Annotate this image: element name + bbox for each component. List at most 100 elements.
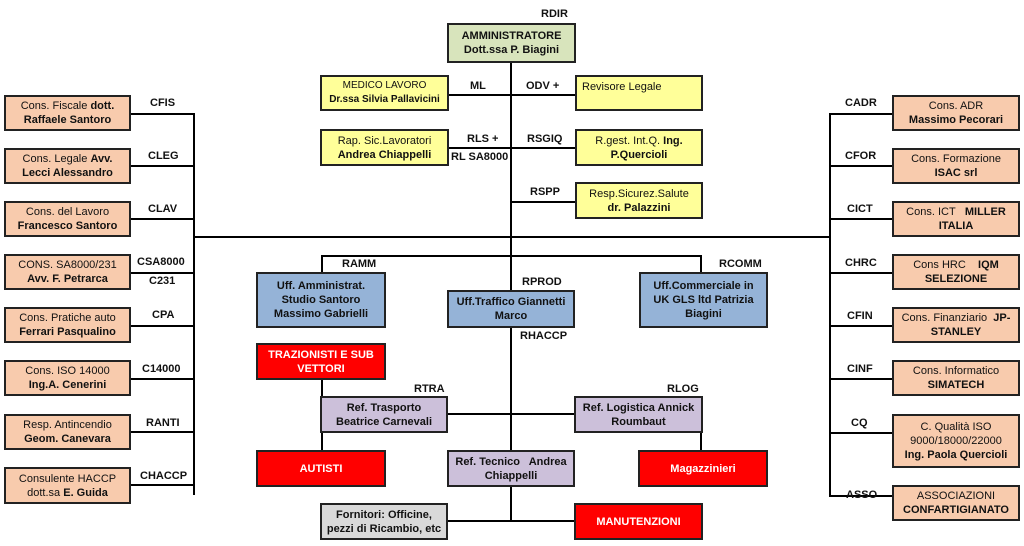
comm-line1: Uff.Commerciale in: [653, 280, 754, 292]
consultant-cfor[interactable]: Cons. Formazione ISAC srl: [892, 148, 1020, 184]
dept-traffico[interactable]: Uff.Traffico Giannetti Marco: [447, 290, 575, 328]
revisore-legale-box[interactable]: Revisore Legale: [575, 75, 703, 111]
manutenzioni-box[interactable]: MANUTENZIONI: [574, 503, 703, 540]
cadr-code: CADR: [845, 97, 877, 109]
rspp-box[interactable]: Resp.Sicurez.Salute dr. Palazzini: [575, 182, 703, 219]
cfor-code: CFOR: [845, 150, 877, 162]
rsgiq-name: P.Quercioli: [610, 148, 668, 161]
fornitori-box[interactable]: Fornitori: Officine, pezzi di Ricambio, …: [320, 503, 448, 540]
c231-code: C231: [149, 275, 176, 287]
consultant-cadr[interactable]: Cons. ADR Massimo Pecorari: [892, 95, 1020, 131]
medico-name: Dr.ssa Silvia Pallavicini: [329, 94, 440, 105]
cadr-role: Cons. ADR: [928, 100, 984, 112]
cfis-name: Raffaele Santoro: [23, 114, 112, 126]
cfin-company-a: JP-: [993, 312, 1011, 324]
rap-sic-lavoratori-box[interactable]: Rap. Sic.Lavoratori Andrea Chiappelli: [320, 129, 449, 166]
consultant-clav[interactable]: Cons. del Lavoro Francesco Santoro: [4, 201, 131, 237]
chrc-company-a: IQM: [978, 259, 999, 271]
staff-line-2: [448, 147, 575, 149]
rsgiq-box[interactable]: R.gest. Int.Q. Ing. P.Quercioli: [575, 129, 703, 166]
csa8000-code: CSA8000: [137, 256, 185, 268]
cadr-name: Massimo Pecorari: [908, 114, 1004, 126]
ranti-role: Resp. Antincendio: [23, 419, 112, 431]
amm-line1: Uff. Amministrat.: [276, 280, 366, 292]
cleg-name: Lecci Alessandro: [22, 167, 113, 179]
right-conn: [829, 272, 893, 274]
trazionisti-line2: VETTORI: [297, 362, 345, 375]
cleg-code: CLEG: [148, 150, 179, 162]
cinf-code: CINF: [847, 363, 873, 375]
consultant-cleg[interactable]: Cons. Legale Avv. Lecci Alessandro: [4, 148, 131, 184]
ranti-name: Geom. Canevara: [24, 433, 111, 445]
rcomm-code: RCOMM: [719, 258, 762, 270]
consultant-cict[interactable]: Cons. ICT MILLER ITALIA: [892, 201, 1020, 237]
traffico-line1: Uff.Traffico Giannetti: [456, 296, 566, 308]
rls-name: Andrea Chiappelli: [337, 148, 432, 161]
rl-sa8000-code: RL SA8000: [451, 151, 509, 163]
dept-branch-line: [321, 255, 702, 257]
rspp-role: Resp.Sicurez.Salute: [589, 187, 689, 200]
c14000-code: C14000: [142, 363, 181, 375]
right-consultant-vertical: [829, 113, 831, 496]
cict-code: CICT: [847, 203, 873, 215]
comm-line2: UK GLS ltd Patrizia: [653, 294, 754, 306]
consultant-cpa[interactable]: Cons. Pratiche auto Ferrari Pasqualino: [4, 307, 131, 343]
right-conn: [829, 325, 893, 327]
cict-role: Cons. ICT: [906, 206, 956, 218]
c14000-role: Cons. ISO 14000: [25, 365, 110, 377]
medico-lavoro-box[interactable]: MEDICO LAVORO Dr.ssa Silvia Pallavicini: [320, 75, 449, 111]
ml-code: ML: [470, 80, 486, 92]
consultant-chrc[interactable]: Cons HRC IQM SELEZIONE: [892, 254, 1020, 290]
tecnico-line1: Ref. Tecnico Andrea: [455, 455, 567, 468]
rsgiq-code: RSGIQ: [527, 133, 563, 145]
medico-role: MEDICO LAVORO: [342, 80, 427, 91]
asso-role: ASSOCIAZIONI: [916, 490, 996, 502]
rlog-code: RLOG: [667, 383, 699, 395]
consultant-cfin[interactable]: Cons. Finanziario JP- STANLEY: [892, 307, 1020, 343]
dept-commerciale[interactable]: Uff.Commerciale in UK GLS ltd Patrizia B…: [639, 272, 768, 328]
cfin-company-b: STANLEY: [930, 326, 982, 338]
chrc-company-b: SELEZIONE: [924, 273, 988, 285]
consultant-asso[interactable]: ASSOCIAZIONI CONFARTIGIANATO: [892, 485, 1020, 521]
left-conn: [130, 431, 194, 433]
asso-name: CONFARTIGIANATO: [903, 504, 1009, 516]
cfin-role: Cons. Finanziario: [901, 312, 988, 324]
csa8000-role: CONS. SA8000/231: [18, 259, 117, 271]
cfin-code: CFIN: [847, 310, 873, 322]
fornitori-line2: pezzi di Ricambio, etc: [326, 522, 442, 535]
consultant-c14000[interactable]: Cons. ISO 14000 Ing.A. Cenerini: [4, 360, 131, 396]
ref-tecnico-box[interactable]: Ref. Tecnico Andrea Chiappelli: [447, 450, 575, 487]
cpa-code: CPA: [152, 309, 175, 321]
trazionisti-box[interactable]: TRAZIONISTI E SUB VETTORI: [256, 343, 386, 380]
amm-line2: Studio Santoro: [281, 294, 361, 306]
chrc-code: CHRC: [845, 257, 877, 269]
consultant-csa8000[interactable]: CONS. SA8000/231 Avv. F. Petrarca: [4, 254, 131, 290]
bottom-horizontal-line: [447, 520, 575, 522]
rspp-name: dr. Palazzini: [607, 201, 671, 214]
manutenzioni-label: MANUTENZIONI: [596, 515, 681, 528]
dept-drop-amm: [321, 255, 323, 272]
consultant-ranti[interactable]: Resp. Antincendio Geom. Canevara: [4, 414, 131, 450]
consultant-cinf[interactable]: Cons. Informatico SIMATECH: [892, 360, 1020, 396]
right-conn: [829, 432, 893, 434]
consultant-chaccp[interactable]: Consulente HACCP dott.sa E. Guida: [4, 467, 131, 504]
cq-name: Ing. Paola Quercioli: [904, 449, 1008, 461]
consultant-cq[interactable]: C. Qualità ISO 9000/18000/22000 Ing. Pao…: [892, 414, 1020, 468]
ref-trasporto-box[interactable]: Ref. Trasporto Beatrice Carnevali: [320, 396, 448, 433]
consultant-cfis[interactable]: Cons. Fiscale dott. Raffaele Santoro: [4, 95, 131, 131]
comm-line3: Biagini: [685, 308, 722, 320]
csa8000-name: Avv. F. Petrarca: [27, 273, 108, 285]
cfor-name: ISAC srl: [934, 167, 978, 179]
odv-code: ODV +: [526, 80, 560, 92]
amministratore-box[interactable]: AMMINISTRATORE Dott.ssa P. Biagini: [447, 23, 576, 63]
autisti-box[interactable]: AUTISTI: [256, 450, 386, 487]
cleg-role: Cons. Legale: [22, 153, 88, 165]
cinf-name: SIMATECH: [927, 379, 985, 391]
ref-logistica-box[interactable]: Ref. Logistica Annick Roumbaut: [574, 396, 703, 433]
dept-amministrazione[interactable]: Uff. Amministrat. Studio Santoro Massimo…: [256, 272, 386, 328]
cfis-role: Cons. Fiscale: [20, 100, 88, 112]
logistica-line1: Ref. Logistica Annick: [582, 401, 695, 414]
dept-drop-comm: [700, 255, 702, 272]
magazzinieri-box[interactable]: Magazzinieri: [638, 450, 768, 487]
chaccp-role: Consulente HACCP: [18, 472, 117, 485]
